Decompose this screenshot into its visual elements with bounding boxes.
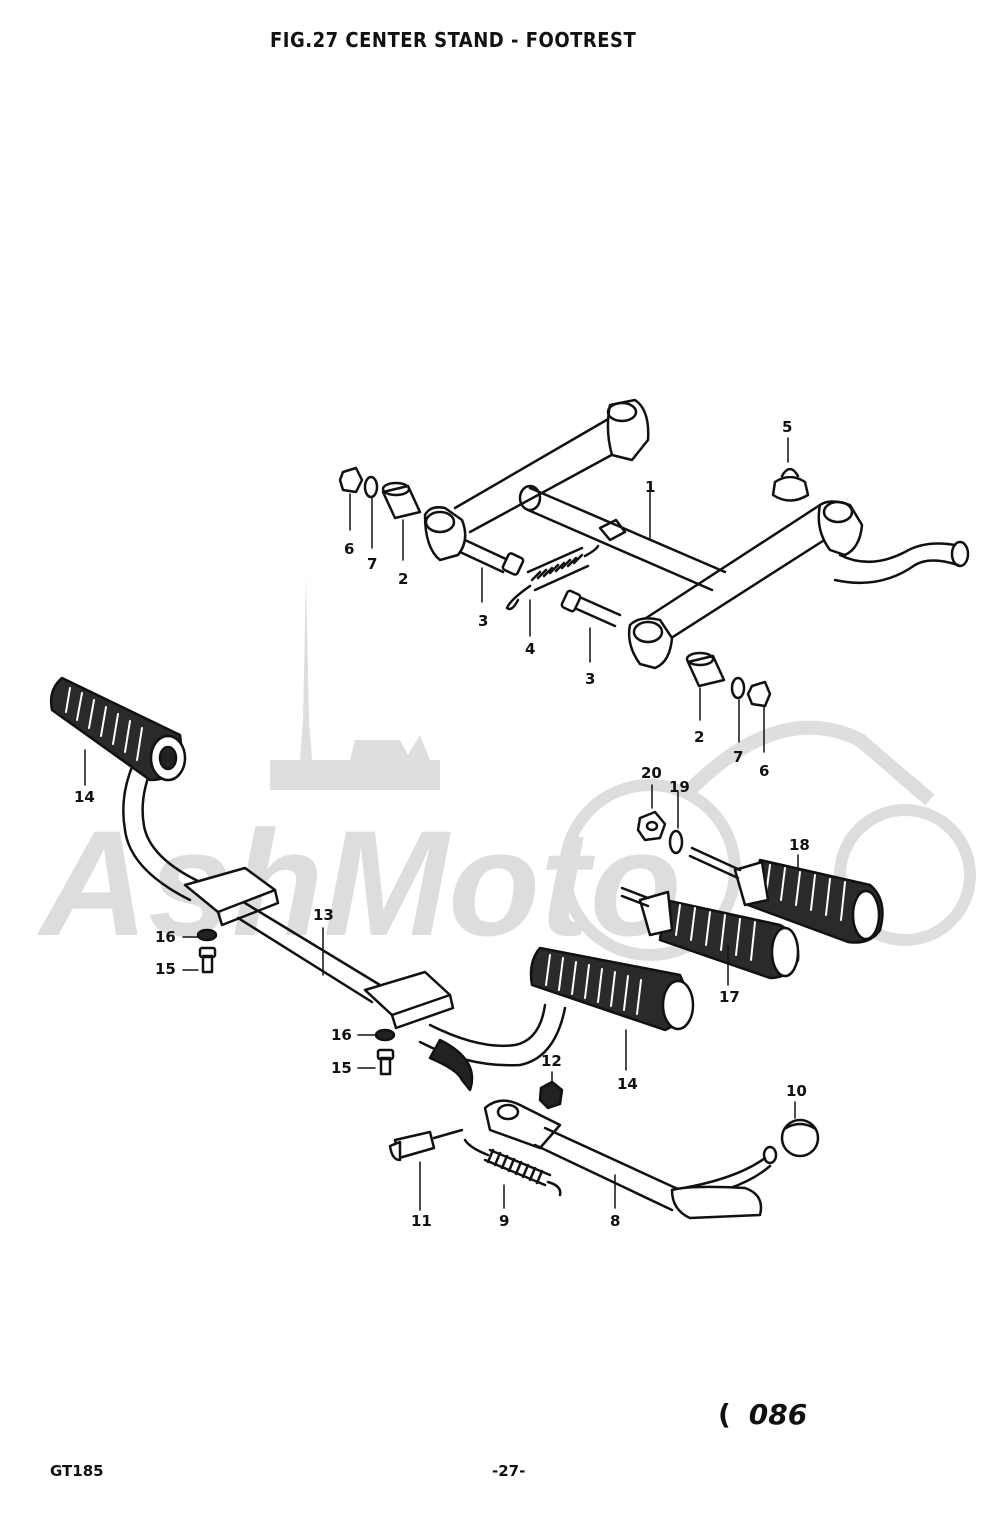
side-stand-spring [463,1138,562,1197]
callout-17: 17 [719,988,740,1006]
callout-19: 19 [669,778,690,796]
lock-washer [196,928,396,1042]
callout-2: 2 [694,728,705,746]
callout-18: 18 [789,836,810,854]
callout-9: 9 [499,1212,510,1230]
callout-2: 2 [398,570,409,588]
callout-6: 6 [759,762,770,780]
footrest-bar [122,748,567,1092]
callout-11: 11 [411,1212,432,1230]
footrest-rubber [49,676,695,1032]
rear-footrest [620,846,884,980]
callout-12: 12 [541,1052,562,1070]
figure-title: FIG.27 CENTER STAND - FOOTREST [270,28,637,52]
callout-13: 13 [313,906,334,924]
page-number: -27- [492,1462,526,1480]
callout-14: 14 [617,1075,638,1093]
leader-lines [84,437,799,1211]
stand-end-cap [780,1118,820,1158]
pivot-bolt [458,538,622,628]
footrest-washer [668,829,684,855]
center-stand [423,398,970,670]
callout-15: 15 [331,1059,352,1077]
callout-14: 14 [74,788,95,806]
model-label: GT185 [50,1462,104,1480]
footrest-nut [636,810,667,842]
callout-3: 3 [585,670,596,688]
side-stand [483,1099,778,1220]
bushing [381,481,726,688]
callout-16: 16 [331,1026,352,1044]
mount-bolt [198,946,395,1076]
callout-15: 15 [155,960,176,978]
callout-20: 20 [641,764,662,782]
stand-spring [505,544,600,611]
side-stand-nut [538,1080,564,1110]
callout-7: 7 [367,555,378,573]
callout-6: 6 [344,540,355,558]
callout-1: 1 [645,478,656,496]
code-number: 086 [748,1398,808,1431]
side-stand-bolt [388,1128,464,1162]
nut [338,466,772,708]
callout-10: 10 [786,1082,807,1100]
washer [363,475,746,700]
callout-4: 4 [525,640,536,658]
code-mark: ( [718,1398,731,1431]
diagram-code: (086 [718,1398,807,1431]
callout-5: 5 [782,418,793,436]
callout-16: 16 [155,928,176,946]
callout-8: 8 [610,1212,621,1230]
stopper-rubber [771,467,810,502]
callout-7: 7 [733,748,744,766]
callout-3: 3 [478,612,489,630]
